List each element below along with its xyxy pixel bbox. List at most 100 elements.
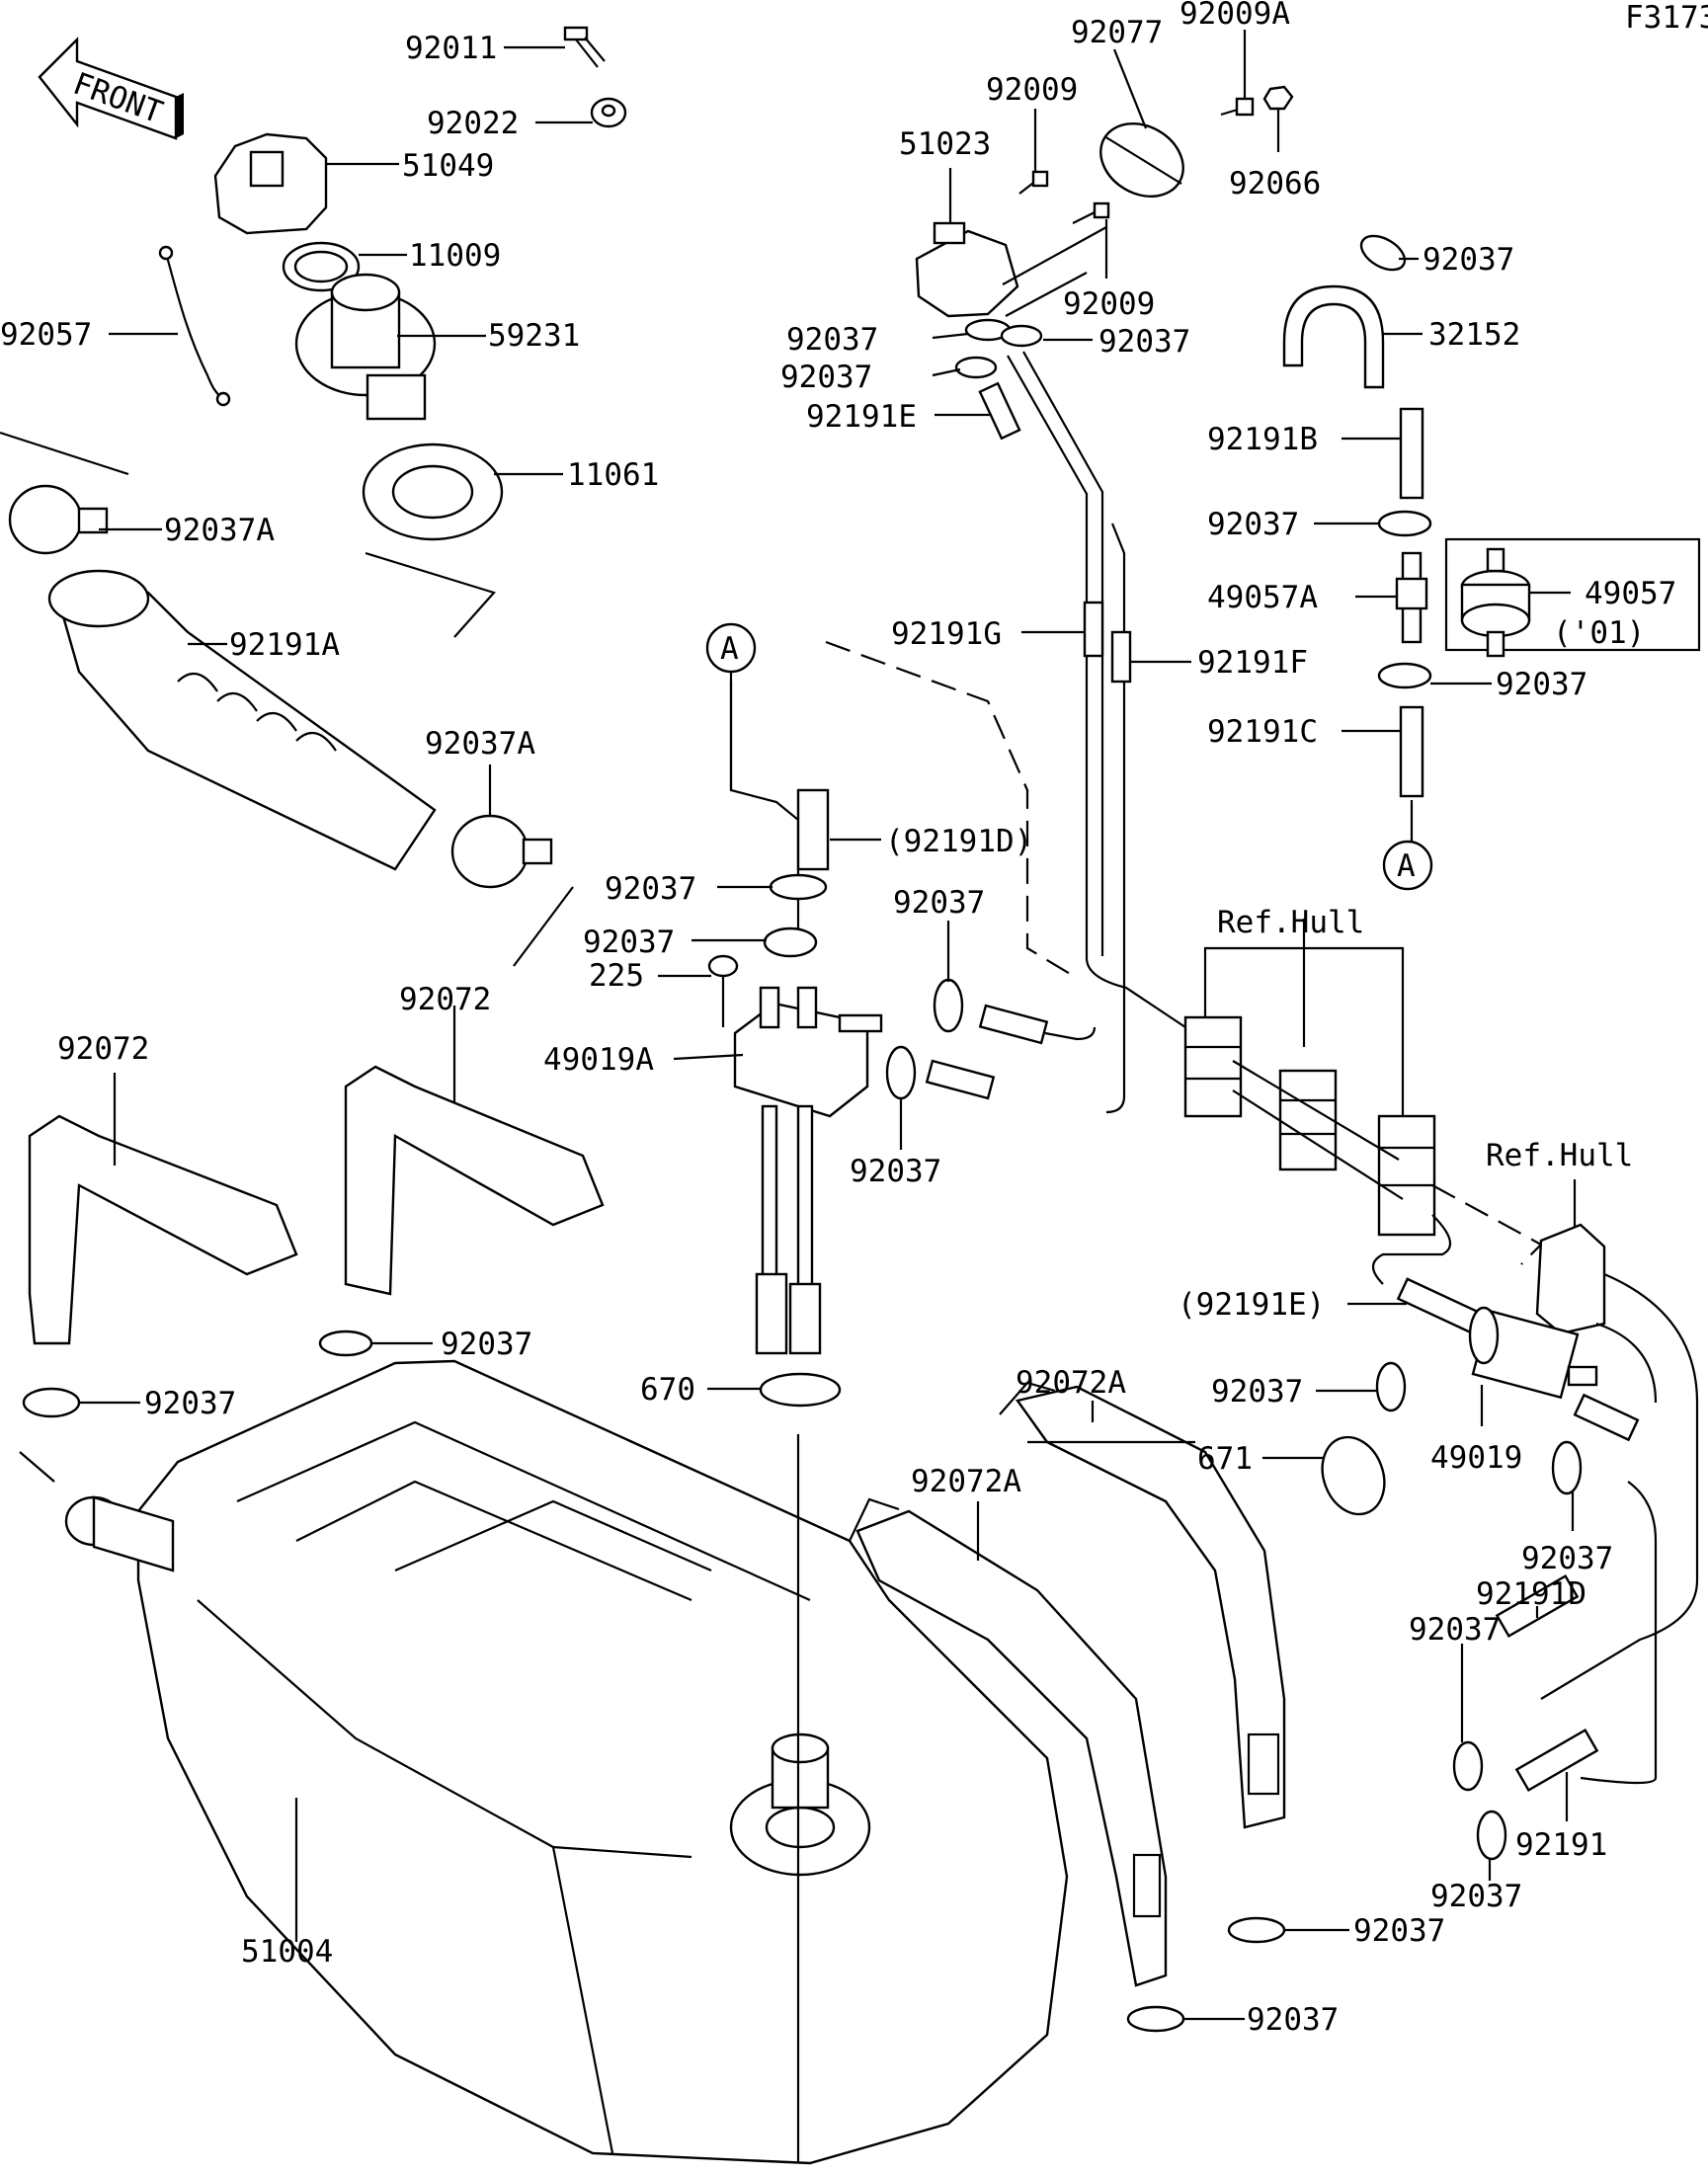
- label-92037-b2: 92037: [1247, 2002, 1339, 2038]
- label-92191A: 92191A: [229, 627, 340, 663]
- label-49057: 49057: [1585, 576, 1676, 611]
- fuel-tank-51004: [64, 1359, 1069, 2165]
- label-92037-valve-3: 92037: [780, 360, 872, 395]
- tank-band-92072-left: [28, 1114, 298, 1345]
- clip-92037-bottom-2: [1126, 2005, 1185, 2033]
- fuel-filter-49019: [1468, 1306, 1598, 1400]
- gasket-11009: [282, 241, 361, 292]
- fuel-level-gauge-49019A: [733, 986, 883, 1355]
- label-92037-r5: 92037: [1521, 1541, 1613, 1576]
- label-671: 671: [1197, 1441, 1253, 1477]
- clip-92037-valve: [954, 318, 1043, 379]
- bolt-92009A: [1220, 97, 1255, 117]
- label-92072-left: 92072: [57, 1031, 149, 1067]
- label-92191: 92191: [1515, 1827, 1607, 1863]
- hose-92191C: [1399, 705, 1424, 798]
- label-92077: 92077: [1071, 15, 1163, 50]
- label-92037-left-2: 92037: [144, 1386, 236, 1421]
- connection-mark-a-right: A: [1382, 840, 1433, 891]
- label-51049: 51049: [402, 148, 494, 184]
- hose-92191B: [1399, 407, 1424, 500]
- label-92191E: 92191E: [806, 399, 917, 435]
- hose-92191G: [1083, 601, 1104, 658]
- clip-92037-left-1: [318, 1329, 373, 1357]
- label-92037-c6: 92037: [893, 885, 985, 921]
- label-92037-valve-2: 92037: [1098, 324, 1190, 360]
- hull-clip-1: [1183, 1015, 1243, 1118]
- clip-92037-upper-pair: [763, 873, 828, 958]
- tank-strap-92072A-lower: [849, 1497, 1168, 1987]
- hose-92191: [1514, 1728, 1599, 1793]
- filler-cap-51049: [213, 132, 328, 235]
- connection-mark-a-left-text: A: [720, 631, 739, 667]
- label-92037-r3: 92037: [1496, 667, 1587, 702]
- label-49019A: 49019A: [543, 1042, 654, 1078]
- label-92022: 92022: [427, 106, 519, 141]
- label-92072A-upper: 92072A: [1016, 1365, 1126, 1401]
- washer-92022: [590, 97, 627, 128]
- label-670: 670: [640, 1372, 695, 1408]
- leader-lines: [79, 30, 1575, 2021]
- screw-225: [707, 954, 739, 1027]
- label-225: 225: [589, 958, 644, 994]
- label-92037-r7: 92037: [1430, 1879, 1522, 1914]
- label-92037-r4: 92037: [1211, 1374, 1303, 1410]
- label-51004: 51004: [241, 1934, 333, 1970]
- clip-92037-r5: [1551, 1440, 1583, 1495]
- label-92191G: 92191G: [891, 616, 1002, 652]
- label-92009-upper: 92009: [986, 72, 1078, 108]
- label-51023: 51023: [899, 126, 991, 162]
- hose-92191E: [978, 381, 1021, 441]
- screw-92011: [563, 26, 606, 68]
- clip-92037-breather: [1359, 234, 1407, 272]
- clip-92037-left-2: [22, 1387, 81, 1418]
- nut-92066: [1262, 85, 1294, 111]
- hull-clip-2: [1278, 1069, 1338, 1171]
- fuel-valve-51023: [915, 221, 1019, 318]
- label-92191D: 92191D: [1476, 1576, 1586, 1612]
- label-92037-r6: 92037: [1409, 1612, 1501, 1648]
- valve-knob-92077: [1099, 122, 1184, 198]
- label-92037-left-1: 92037: [441, 1327, 532, 1362]
- label-92057: 92057: [0, 317, 92, 353]
- breather-hose-32152: [1282, 284, 1385, 389]
- part-labels: 92011 92022 51049 11009 92057 59231 1106…: [0, 0, 1676, 2038]
- label-92191B: 92191B: [1207, 422, 1318, 457]
- o-ring-671: [1321, 1435, 1386, 1516]
- gasket-11061: [362, 443, 504, 541]
- connection-mark-a-right-text: A: [1397, 848, 1416, 884]
- tank-band-92072-right: [344, 1065, 605, 1296]
- label-49019: 49019: [1430, 1440, 1522, 1476]
- label-49057A: 49057A: [1207, 580, 1318, 615]
- clip-92037-r6: [1452, 1740, 1484, 1792]
- label-49057-year: ('01): [1553, 615, 1645, 651]
- label-92072A-lower: 92072A: [911, 1464, 1021, 1499]
- clip-92037-mid: [885, 978, 964, 1100]
- clip-92037-r7: [1476, 1810, 1507, 1861]
- label-92037A-lower: 92037A: [425, 726, 535, 762]
- hull-clip-3: [1377, 1114, 1436, 1237]
- clip-92037-r4: [1375, 1361, 1407, 1412]
- label-92037-c5: 92037: [583, 925, 675, 960]
- check-valve-49057A: [1395, 551, 1428, 644]
- label-92037-c7: 92037: [850, 1154, 941, 1189]
- label-92037-r1: 92037: [1423, 242, 1514, 278]
- hose-92191F: [1110, 630, 1132, 684]
- bolt-92009-upper: [1018, 170, 1049, 195]
- label-32152: 32152: [1428, 317, 1520, 353]
- hose-92191D-tank: [796, 788, 830, 871]
- figure-code: F3173: [1625, 0, 1708, 36]
- label-92009-lower: 92009: [1063, 286, 1155, 322]
- label-11061: 11061: [567, 457, 659, 493]
- label-92191F: 92191F: [1197, 645, 1308, 681]
- label-92009A: 92009A: [1179, 0, 1290, 32]
- check-valve-49057-box: [1444, 537, 1701, 658]
- label-92037-c4: 92037: [605, 871, 696, 907]
- filler-hose-92191A: [47, 569, 437, 871]
- label-11009: 11009: [409, 238, 501, 274]
- label-59231: 59231: [488, 318, 580, 354]
- clip-92037-r2: [1377, 510, 1432, 537]
- clip-92037-bottom-1: [1227, 1916, 1286, 1944]
- label-92191D-paren: (92191D): [885, 824, 1032, 859]
